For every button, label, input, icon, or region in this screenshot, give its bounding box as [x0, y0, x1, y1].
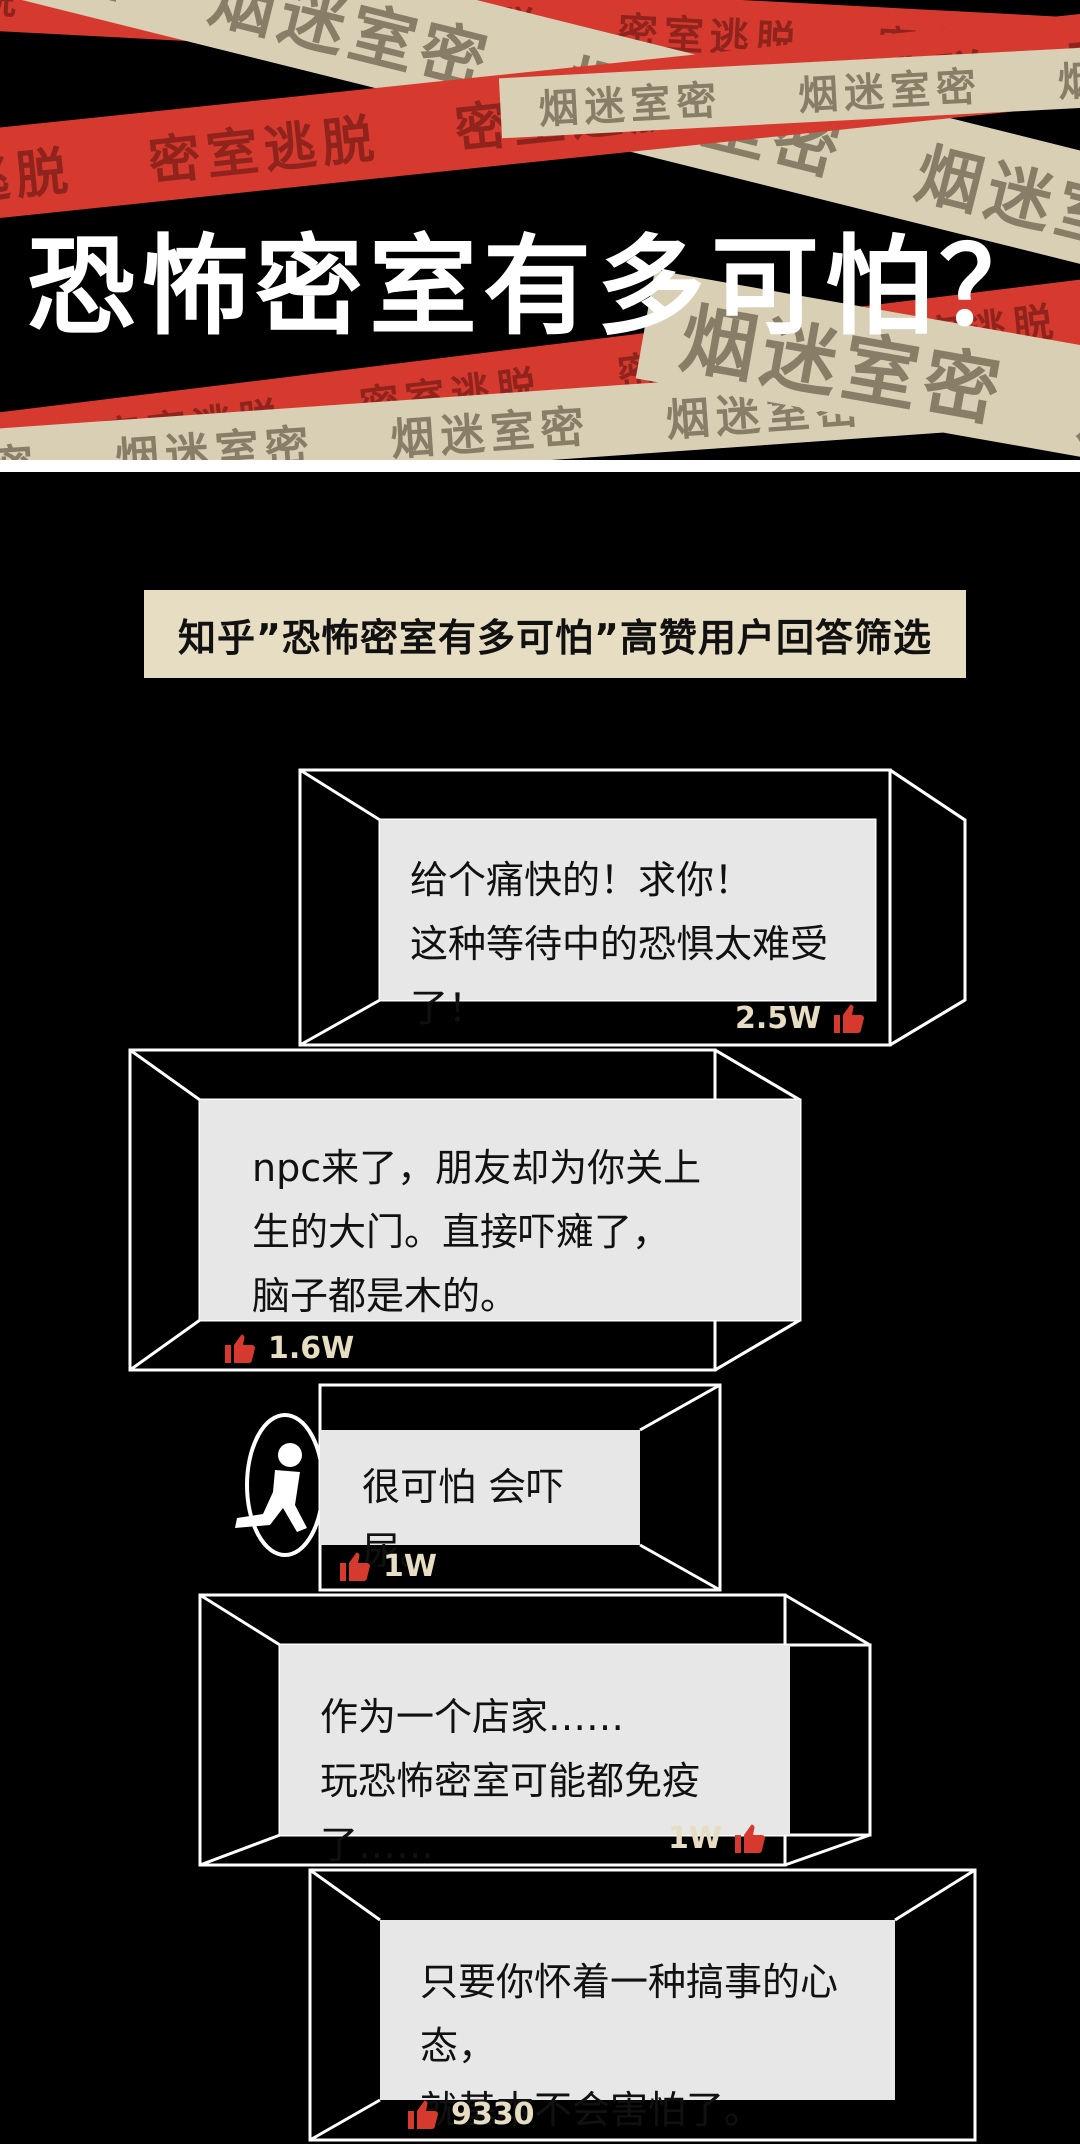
answer-text-2-line-3: 脑子都是木的。 — [252, 1274, 519, 1318]
box-frame-5 — [308, 1868, 977, 2142]
running-person-icon — [235, 1413, 325, 1557]
answer-text-1-line-1: 给个痛快的！求你！ — [410, 858, 753, 902]
like-count-3: 1W — [337, 1548, 437, 1584]
answer-text-1-line-2: 这种等待中的恐惧太难受了！ — [410, 922, 829, 1030]
thumbs-up-icon — [340, 1552, 370, 1581]
thumbs-up-icon — [834, 1004, 865, 1033]
answer-panel-5: 只要你怀着一种搞事的心态， 就基本不会害怕了。 — [380, 1920, 895, 2132]
thumbs-up-icon — [225, 1334, 255, 1363]
thumbs-up-icon — [734, 1824, 765, 1853]
like-count-4: 1W — [668, 1820, 768, 1856]
answer-text-4-line-1: 作为一个店家…… — [320, 1695, 625, 1739]
answer-text-4-line-2: 玩恐怖密室可能都免疫了…… — [320, 1759, 701, 1867]
answer-text-5-line-2: 就基本不会害怕了。 — [420, 2088, 763, 2132]
answer-text-5-line-1: 只要你怀着一种搞事的心态， — [420, 1960, 839, 2068]
header-divider — [0, 460, 1080, 472]
answer-panel-1: 给个痛快的！求你！ 这种等待中的恐惧太难受了！ — [380, 820, 875, 1030]
answer-text-3-line-1: 很可怕 会吓尿。 — [362, 1465, 565, 1573]
answer-text-2-line-2: 生的大门。直接吓瘫了， — [252, 1210, 671, 1254]
thumbs-up-icon — [408, 2100, 438, 2129]
subtitle-label: 知乎”恐怖密室有多可怕”高赞用户回答筛选 — [144, 590, 966, 678]
like-count-1: 2.5W — [735, 1000, 867, 1036]
like-count-5: 9330 — [405, 2096, 535, 2132]
answer-panel-3: 很可怕 会吓尿。 — [320, 1430, 640, 1573]
box-frame-1 — [298, 768, 967, 1047]
answer-panel-2: npc来了，朋友却为你关上 生的大门。直接吓瘫了， 脑子都是木的。 — [200, 1100, 800, 1320]
like-count-2: 1.6W — [222, 1330, 354, 1366]
page-title: 恐怖密室有多可怕？ — [26, 225, 1053, 350]
answer-panel-4: 作为一个店家…… 玩恐怖密室可能都免疫了…… — [280, 1645, 790, 1867]
answer-text-2-line-1: npc来了，朋友却为你关上 — [252, 1146, 702, 1190]
